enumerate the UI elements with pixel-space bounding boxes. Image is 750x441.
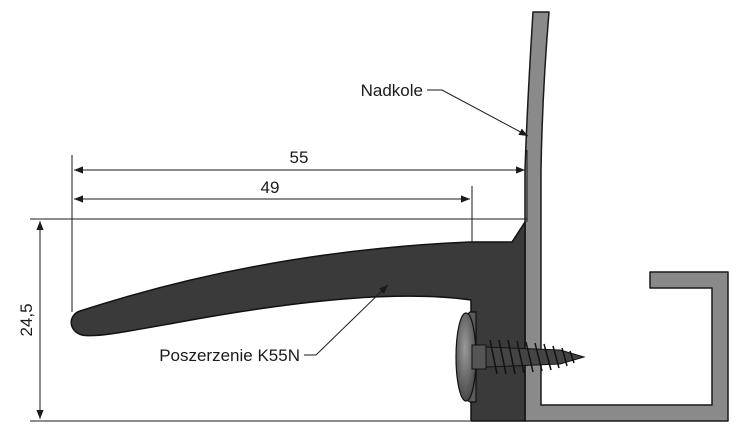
fender-label: Nadkole xyxy=(361,81,423,100)
leader-fender: Nadkole xyxy=(361,81,529,137)
dimension-24-5: 24,5 xyxy=(17,221,44,419)
leader-extension: Poszerzenie K55N xyxy=(159,284,389,365)
dimension-24-5-value: 24,5 xyxy=(17,303,36,336)
dimension-55-value: 55 xyxy=(290,148,309,167)
extension-profile xyxy=(70,221,526,422)
dimension-49-value: 49 xyxy=(261,178,280,197)
dimension-55: 55 xyxy=(74,148,525,174)
fender-sheet xyxy=(524,11,729,422)
extension-label: Poszerzenie K55N xyxy=(159,346,300,365)
extension-lines xyxy=(30,150,528,422)
screw-icon xyxy=(455,311,586,403)
dimension-49: 49 xyxy=(74,178,470,203)
